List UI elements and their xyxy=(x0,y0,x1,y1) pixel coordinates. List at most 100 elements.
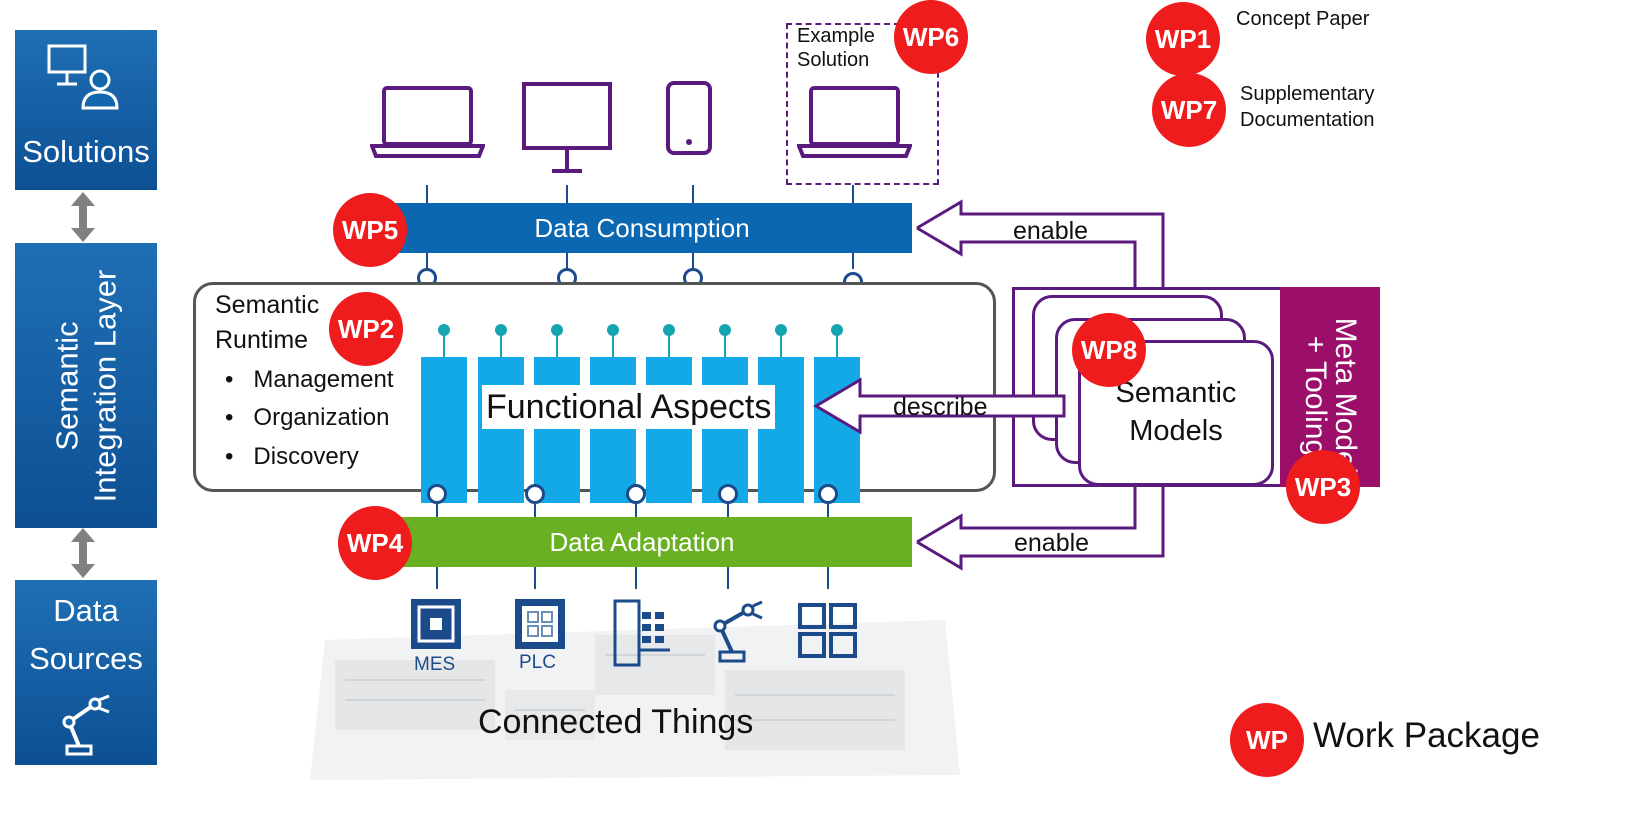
connector-line xyxy=(534,504,536,518)
wp7-badge: WP7 xyxy=(1152,73,1226,147)
enable-bottom-label: enable xyxy=(1014,529,1090,557)
socket-knob xyxy=(551,324,563,336)
wp-legend-badge: WP xyxy=(1230,703,1304,777)
socket-stem xyxy=(443,334,445,358)
runtime-bullet-item: • Management xyxy=(225,366,394,393)
socket-stem xyxy=(556,334,558,358)
connector-line xyxy=(852,185,854,205)
connector-ring xyxy=(818,484,838,504)
runtime-bullet-item: • Discovery xyxy=(225,443,359,470)
socket-stem xyxy=(836,334,838,358)
laptop-icon xyxy=(797,86,912,158)
connector-line xyxy=(436,567,438,589)
functional-aspects-label: Functional Aspects xyxy=(482,385,776,429)
connector-ring xyxy=(718,484,738,504)
functional-aspect-column xyxy=(702,357,748,503)
wp8-badge: WP8 xyxy=(1072,313,1146,387)
data-consumption-bar: Data Consumption xyxy=(372,203,912,253)
socket-stem xyxy=(500,334,502,358)
socket-stem xyxy=(612,334,614,358)
sidebar-data-line2: Sources xyxy=(29,641,143,676)
socket-knob xyxy=(831,324,843,336)
runtime-bullet-item: • Organization xyxy=(225,404,390,431)
wp4-badge: WP4 xyxy=(338,506,412,580)
data-adaptation-bar: Data Adaptation xyxy=(372,517,912,567)
functional-aspect-column xyxy=(478,357,524,503)
connector-line xyxy=(426,185,428,205)
work-package-legend-text: Work Package xyxy=(1313,716,1540,755)
sidebar-solutions-label: Solutions xyxy=(22,134,150,169)
socket-knob xyxy=(607,324,619,336)
socket-stem xyxy=(724,334,726,358)
mes-label: MES xyxy=(414,654,456,675)
connector-line xyxy=(635,504,637,518)
plc-label: PLC xyxy=(519,652,556,673)
enable-arrow-bottom xyxy=(916,487,1165,571)
wp3-badge: WP3 xyxy=(1286,450,1360,524)
data-adaptation-label: Data Adaptation xyxy=(549,526,735,557)
socket-stem xyxy=(668,334,670,358)
wp6-badge: WP6 xyxy=(894,0,968,74)
mes-icon xyxy=(411,599,461,649)
user-desktop-icon xyxy=(47,44,119,110)
socket-knob xyxy=(663,324,675,336)
monitor-icon xyxy=(522,82,612,173)
socket-stem xyxy=(780,334,782,358)
connector-line xyxy=(566,253,568,269)
factory-floor-image xyxy=(310,620,960,780)
connector-ring xyxy=(626,484,646,504)
example-solution-label: Example Solution xyxy=(797,25,875,71)
connected-things-label: Connected Things xyxy=(478,703,754,741)
functional-aspect-column xyxy=(421,357,467,503)
plc-icon xyxy=(515,599,565,649)
example-solution-box xyxy=(786,23,939,185)
semantic-runtime-title: Semantic Runtime xyxy=(215,291,320,354)
socket-knob xyxy=(719,324,731,336)
connector-ring xyxy=(525,484,545,504)
connector-line xyxy=(534,567,536,589)
describe-label: describe xyxy=(893,393,988,421)
grid-modules-icon xyxy=(798,603,857,658)
sidebar-semantic-label: Semantic Integration Layer xyxy=(49,269,123,503)
enable-arrow-top xyxy=(916,199,1165,288)
wp7-legend-text: Supplementary Documentation xyxy=(1240,83,1375,131)
connector-line xyxy=(635,567,637,589)
laptop-icon xyxy=(370,86,485,158)
functional-aspect-column xyxy=(758,357,804,503)
connector-line xyxy=(852,253,854,269)
connector-line xyxy=(827,504,829,518)
robot-arm-icon xyxy=(62,694,110,756)
sidebar-data-line1: Data xyxy=(53,593,119,628)
sidebar-solutions: Solutions xyxy=(15,30,157,190)
double-arrow-icon xyxy=(71,528,95,578)
functional-aspect-column xyxy=(814,357,860,503)
sidebar-data-sources: Data Sources xyxy=(15,580,157,765)
wp2-badge: WP2 xyxy=(329,292,403,366)
building-icon xyxy=(613,599,670,667)
connector-line xyxy=(566,185,568,205)
connector-line xyxy=(426,253,428,269)
wp5-badge: WP5 xyxy=(333,193,407,267)
functional-aspect-column xyxy=(646,357,692,503)
connector-line xyxy=(436,504,438,518)
wp1-badge: WP1 xyxy=(1146,2,1220,76)
socket-knob xyxy=(775,324,787,336)
double-arrow-icon xyxy=(71,192,95,242)
functional-aspect-column xyxy=(534,357,580,503)
enable-top-label: enable xyxy=(1013,217,1089,245)
connector-line xyxy=(727,504,729,518)
sidebar-semantic-integration: Semantic Integration Layer xyxy=(15,243,157,528)
connector-line xyxy=(692,253,694,269)
semantic-models-label: Semantic Models xyxy=(1115,377,1237,447)
functional-aspect-column xyxy=(590,357,636,503)
smartphone-icon xyxy=(666,81,712,155)
connector-line xyxy=(692,185,694,205)
socket-knob xyxy=(438,324,450,336)
connector-line xyxy=(727,567,729,589)
robot-arm-icon xyxy=(713,600,763,663)
socket-knob xyxy=(495,324,507,336)
connector-line xyxy=(827,567,829,589)
wp1-legend-text: Concept Paper xyxy=(1236,8,1370,30)
describe-arrow xyxy=(813,377,1066,435)
data-consumption-label: Data Consumption xyxy=(534,212,750,243)
